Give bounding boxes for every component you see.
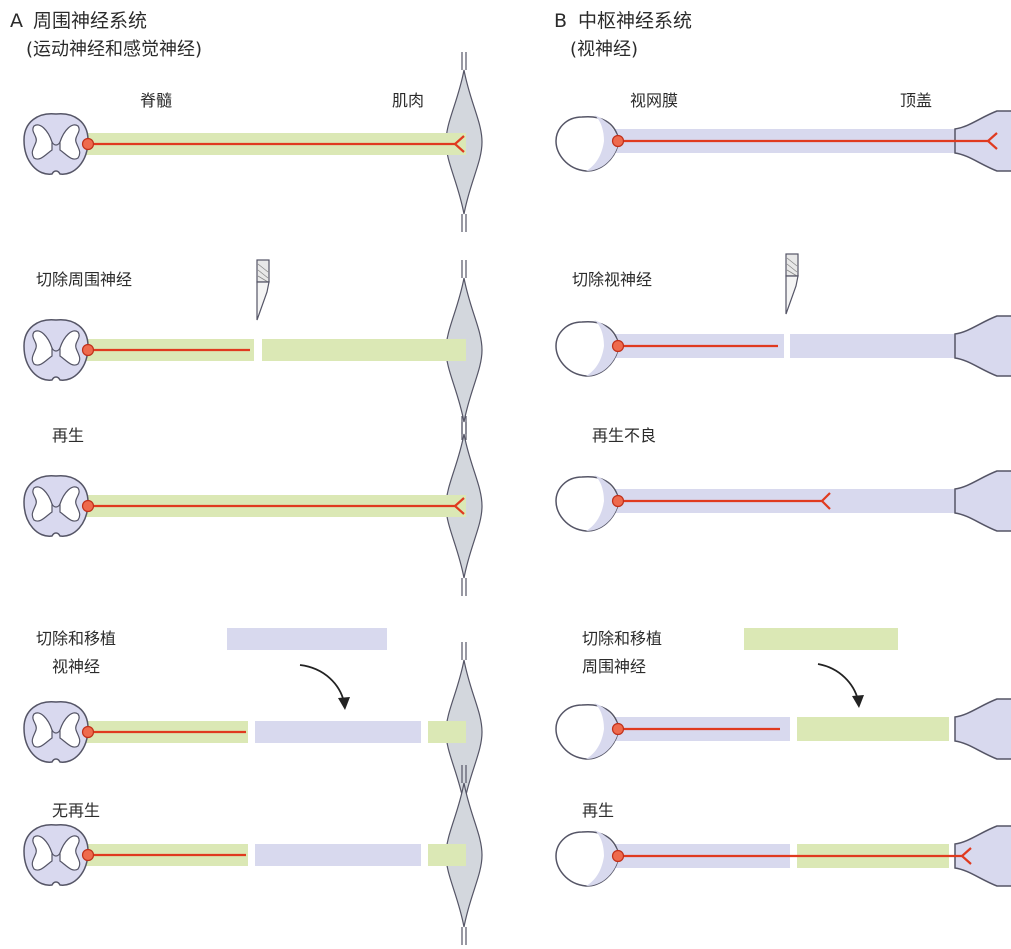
muscle-label: 肌肉 — [392, 91, 424, 110]
panel-a-subtitle: (运动神经和感觉神经) — [26, 39, 202, 60]
neuron-soma-a1 — [81, 137, 95, 151]
cut-peripheral-label: 切除周围神经 — [36, 270, 132, 289]
graft-label-b-line2: 周围神经 — [582, 657, 646, 676]
peripheral-graft-b4 — [797, 717, 949, 741]
synapse-b5 — [960, 847, 972, 865]
scalpel-icon-b — [785, 253, 799, 315]
synapse-a3 — [453, 497, 465, 515]
spinal-cord-a1 — [23, 112, 89, 175]
graft-label-a-line2: 视神经 — [52, 657, 100, 676]
retina-b4 — [555, 702, 619, 760]
retina-b3 — [555, 474, 619, 532]
retina-b1 — [555, 114, 619, 172]
tectum-label: 顶盖 — [900, 91, 932, 110]
optic-graft-a4 — [255, 721, 421, 743]
neuron-soma-a5 — [81, 848, 95, 862]
curved-arrow-head — [338, 697, 350, 710]
panel-b-subtitle: (视神经) — [570, 39, 638, 60]
regeneration-label-a: 再生 — [52, 426, 84, 445]
tectum-b3 — [954, 470, 1011, 532]
curved-arrow-icon-b — [817, 663, 859, 701]
spinal-cord-a4 — [23, 700, 89, 763]
tectum-b2 — [954, 315, 1011, 377]
neuron-soma-b5 — [611, 849, 625, 863]
synapse-b1 — [986, 132, 998, 150]
neuron-soma-a4 — [81, 725, 95, 739]
optic-graft-segment — [227, 628, 387, 650]
no-regeneration-label: 无再生 — [52, 801, 100, 820]
poor-regeneration-label: 再生不良 — [592, 426, 656, 445]
spinal-cord-label: 脊髓 — [140, 91, 172, 110]
graft-label-a-line1: 切除和移植 — [36, 629, 116, 648]
curved-arrow-icon — [299, 664, 345, 703]
synapse-a1 — [453, 135, 465, 153]
cut-optic-label: 切除视神经 — [572, 270, 652, 289]
retina-b2 — [555, 319, 619, 377]
peripheral-nerve-stump-a4 — [428, 721, 466, 743]
spinal-cord-a5 — [23, 823, 89, 886]
optic-graft-a5 — [255, 844, 421, 866]
peripheral-nerve-distal-a2 — [262, 339, 466, 361]
spinal-cord-a3 — [23, 474, 89, 537]
scalpel-icon — [256, 259, 270, 321]
neuron-soma-b3 — [611, 494, 625, 508]
panel-a-letter: A — [10, 10, 23, 32]
panel-b-title: 中枢神经系统 — [578, 10, 692, 32]
peripheral-nerve-stump-a5 — [428, 844, 466, 866]
curved-arrow-head-b — [852, 695, 864, 708]
panel-a-title: 周围神经系统 — [33, 10, 147, 32]
growth-cone-b3 — [820, 492, 831, 510]
regeneration-label-b: 再生 — [582, 801, 614, 820]
neuron-soma-a3 — [81, 499, 95, 513]
neuron-soma-b4 — [611, 722, 625, 736]
spinal-cord-a2 — [23, 318, 89, 381]
tectum-b4 — [954, 698, 1011, 760]
peripheral-graft-segment — [744, 628, 898, 650]
neuron-soma-a2 — [81, 343, 95, 357]
optic-nerve-distal-b2 — [790, 334, 962, 358]
retina-b5 — [555, 829, 619, 887]
panel-b-letter: B — [554, 10, 567, 32]
neuron-soma-b2 — [611, 339, 625, 353]
neuron-soma-b1 — [611, 134, 625, 148]
retina-label: 视网膜 — [630, 91, 678, 110]
graft-label-b-line1: 切除和移植 — [582, 629, 662, 648]
